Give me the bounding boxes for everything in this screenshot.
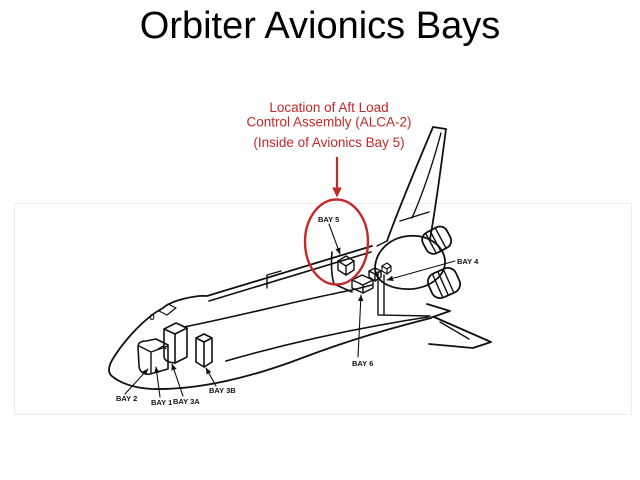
label-bay2: BAY 2 xyxy=(116,394,137,403)
leader-bay2 xyxy=(124,368,149,395)
side-hatch xyxy=(149,313,155,321)
oms-pod xyxy=(374,234,446,290)
leader-bay5 xyxy=(328,223,341,255)
cockpit-window xyxy=(158,303,177,316)
wing-tip xyxy=(428,316,492,349)
engine-nozzle-lower xyxy=(426,267,462,299)
fin-base xyxy=(376,240,388,247)
highlight-ellipse-bay5 xyxy=(303,198,370,286)
avionics-box-bay6 xyxy=(351,262,392,294)
door-hinge-line xyxy=(208,251,372,302)
label-bay3a: BAY 3A xyxy=(173,397,200,406)
annotation-line-3: (Inside of Avionics Bay 5) xyxy=(253,135,404,150)
rudder-cross-line xyxy=(399,211,430,222)
elevon-seam xyxy=(439,321,470,340)
rudder-seam xyxy=(411,132,442,219)
figure-scan-border xyxy=(14,203,632,415)
body-flap xyxy=(426,303,451,319)
leader-bay1 xyxy=(154,366,161,398)
alca-annotation: Location of Aft Load Control Assembly (A… xyxy=(246,100,412,286)
leader-bay3a xyxy=(171,363,184,397)
annotation-line-1: Location of Aft Load xyxy=(269,100,388,115)
annotation-line-2: Control Assembly (ALCA-2) xyxy=(246,115,411,130)
leader-bay3b xyxy=(205,367,217,387)
leader-bay4 xyxy=(386,260,456,281)
avionics-box-bay1 xyxy=(163,322,188,364)
wing-glove-seam xyxy=(225,316,429,362)
annotation-arrow-head xyxy=(332,187,342,198)
label-bay6: BAY 6 xyxy=(352,359,373,368)
leader-bay6 xyxy=(357,294,364,358)
label-bay1: BAY 1 xyxy=(151,398,172,407)
leader-lines xyxy=(124,223,456,398)
label-bay5: BAY 5 xyxy=(318,215,339,224)
midbody-line xyxy=(183,284,373,328)
label-bay3b: BAY 3B xyxy=(209,386,236,395)
fuselage-outline xyxy=(108,245,432,390)
engine-nozzle-upper xyxy=(421,225,453,255)
avionics-box-bay2 xyxy=(137,338,169,375)
door-latch-mark xyxy=(266,270,282,289)
tail-fin xyxy=(386,126,447,242)
avionics-box-bay5 xyxy=(337,255,355,276)
slide-title: Orbiter Avionics Bays xyxy=(139,5,501,47)
aft-fuselage-edges xyxy=(377,271,431,317)
orbiter-line-drawing: BAY 2 BAY 1 BAY 3A BAY 3B BAY 4 BAY 5 BA… xyxy=(108,126,492,407)
label-bay4: BAY 4 xyxy=(457,257,479,266)
avionics-box-bay3b xyxy=(195,333,213,368)
